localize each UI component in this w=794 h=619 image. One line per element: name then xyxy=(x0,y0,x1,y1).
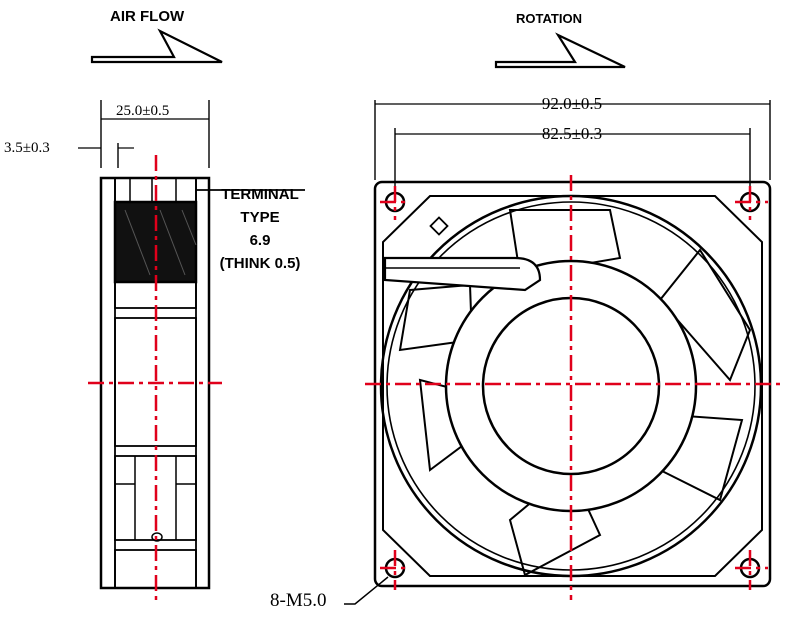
rotation-arrow xyxy=(494,32,626,69)
hole-dim-label: 82.5±0.3 xyxy=(542,124,602,143)
terminal-note-line4: (THINK 0.5) xyxy=(220,255,301,272)
front-frame-bevel xyxy=(382,195,763,577)
terminal-note: TERMINAL TYPE 6.9 (THINK 0.5) xyxy=(196,186,305,272)
terminal-tab xyxy=(429,216,449,236)
air-flow-arrow xyxy=(90,28,223,64)
fan-blade-1 xyxy=(508,209,622,277)
front-view: ROTATION 92.0±0.5 82.5±0.3 xyxy=(270,11,772,611)
air-flow-label: AIR FLOW xyxy=(110,8,185,25)
frame-dim-label: 92.0±0.5 xyxy=(542,94,602,113)
depth-dim-label: 25.0±0.5 xyxy=(116,103,169,119)
terminal-note-line2: TYPE xyxy=(240,209,279,226)
terminal-lead xyxy=(383,256,542,292)
rotation-label: ROTATION xyxy=(516,11,582,26)
mounting-hole-label: 8-M5.0 xyxy=(270,590,326,611)
side-screw-hole xyxy=(151,532,163,542)
terminal-hatch-1 xyxy=(124,209,151,276)
front-centerlines xyxy=(365,175,780,600)
offset-dim-label: 3.5±0.3 xyxy=(4,140,50,156)
terminal-note-line3: 6.9 xyxy=(250,232,271,249)
terminal-note-line1: TERMINAL xyxy=(221,186,299,203)
side-view: AIR FLOW 25.0±0.5 3.5±0.3 xyxy=(4,8,223,605)
mounting-hole-leader xyxy=(344,576,389,605)
terminal-hatch-2 xyxy=(159,209,186,276)
fan-blade-2 xyxy=(658,248,752,382)
terminal-hatch-3 xyxy=(181,209,197,246)
